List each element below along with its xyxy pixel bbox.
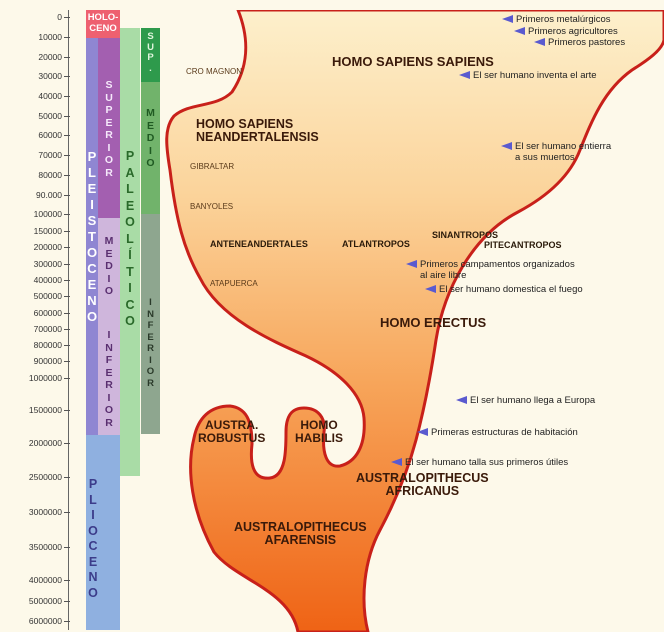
species-austra-robustus: AUSTRA. ROBUSTUS xyxy=(198,419,265,445)
species-homo-erectus: HOMO ERECTUS xyxy=(380,316,486,329)
arrow-icon xyxy=(417,428,428,436)
species-homo-habilis: HOMO HABILIS xyxy=(295,419,343,445)
event-primeros-campamentos: Primeros campamentos organizados al aire… xyxy=(406,260,575,281)
epoch-holoceno-label: HOLO- CENO xyxy=(84,12,122,34)
site-gibraltar: GIBRALTAR xyxy=(190,162,234,171)
event-talla-primeros-utiles: El ser humano talla sus primeros útiles xyxy=(391,458,568,469)
arrow-icon xyxy=(456,396,467,404)
event-primeros-metalurgicos: Primeros metalúrgicos xyxy=(502,15,611,26)
arrow-icon xyxy=(459,71,470,79)
event-llega-a-europa: El ser humano llega a Europa xyxy=(456,396,595,407)
species-australopithecus-afarensis: AUSTRALOPITHECUS AFARENSIS xyxy=(234,521,367,547)
species-pitecantropos: PITECANTROPOS xyxy=(484,240,562,250)
arrow-icon xyxy=(502,15,513,23)
species-australopithecus-africanus: AUSTRALOPITHECUS AFRICANUS xyxy=(356,472,489,498)
site-banyoles: BANYOLES xyxy=(190,202,233,211)
event-primeros-agricultores: Primeros agricultores xyxy=(514,27,618,38)
event-inventa-el-arte: El ser humano inventa el arte xyxy=(459,71,597,82)
event-primeros-pastores: Primeros pastores xyxy=(534,38,625,49)
species-homo-sapiens-sapiens: HOMO SAPIENS SAPIENS xyxy=(332,55,494,68)
species-anteneandertales: ANTENEANDERTALES xyxy=(210,239,308,249)
site-atapuerca: ATAPUERCA xyxy=(210,279,258,288)
event-domestica-el-fuego: El ser humano domestica el fuego xyxy=(425,285,583,296)
arrow-icon xyxy=(425,285,436,293)
species-sinantropos: SINANTROPOS xyxy=(432,230,498,240)
site-cro-magnon: CRO MAGNON xyxy=(186,67,242,76)
event-estructuras-habitacion: Primeras estructuras de habitación xyxy=(417,428,578,439)
arrow-icon xyxy=(501,142,512,150)
arrow-icon xyxy=(534,38,545,46)
arrow-icon xyxy=(406,260,417,268)
species-atlantropos: ATLANTROPOS xyxy=(342,239,410,249)
arrow-icon xyxy=(514,27,525,35)
event-entierra-muertos: El ser humano entierra a sus muertos xyxy=(501,142,611,163)
arrow-icon xyxy=(391,458,402,466)
species-homo-sapiens-neandertalensis: HOMO SAPIENS NEANDERTALENSIS xyxy=(196,118,319,144)
